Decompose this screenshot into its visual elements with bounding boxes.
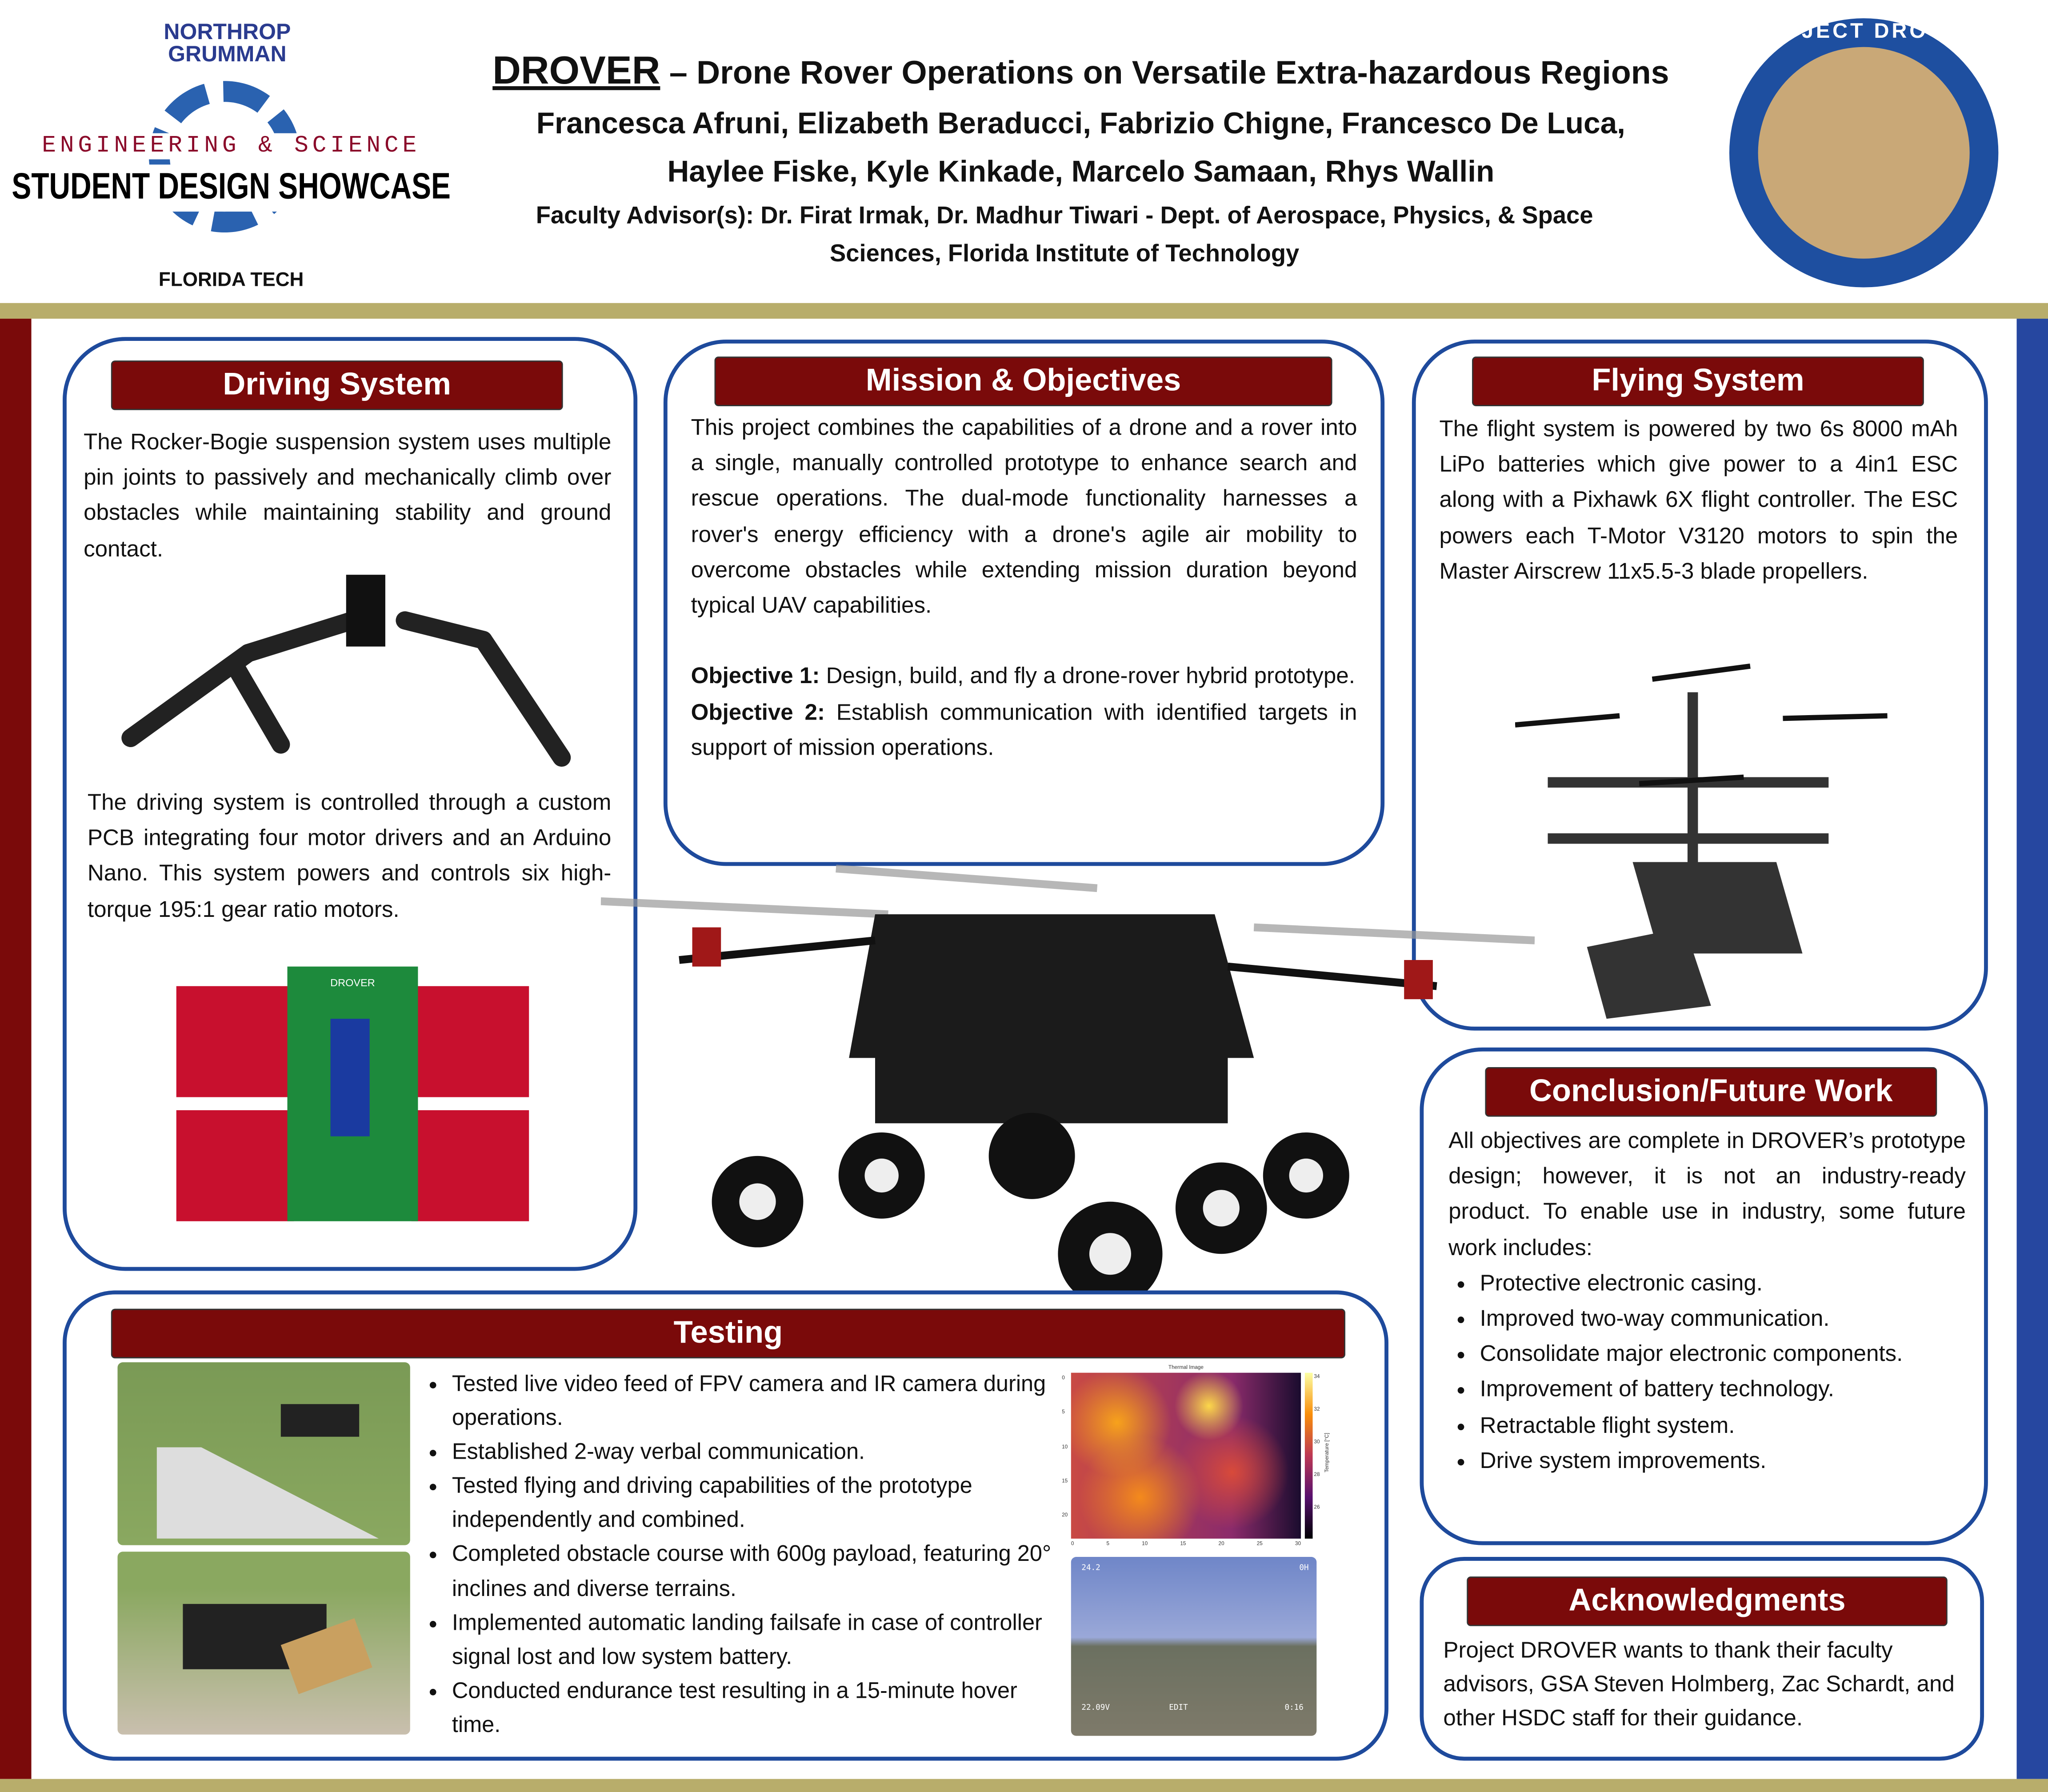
- logo-line1: ENGINEERING & SCIENCE: [18, 133, 444, 160]
- obstacle-test-photo: [117, 1552, 410, 1735]
- faculty-advisor: Faculty Advisor(s): Dr. Firat Irmak, Dr.…: [536, 201, 1593, 267]
- authors: Francesca Afruni, Elizabeth Beraducci, F…: [536, 106, 1625, 188]
- conclusion-text: All objectives are complete in DROVER’s …: [1448, 1123, 1966, 1478]
- logo-line2: STUDENT DESIGN SHOWCASE: [12, 164, 451, 212]
- right-strip: [2016, 319, 2048, 1779]
- logo-school: FLORIDA TECH: [158, 269, 304, 292]
- ramp-test-photo: [117, 1362, 410, 1545]
- driving-text-1: The Rocker-Bogie suspension system uses …: [84, 428, 612, 561]
- bottom-divider: [0, 1779, 2048, 1792]
- thermal-title: Thermal Image: [1168, 1364, 1204, 1370]
- testing-text: Tested live video feed of FPV camera and…: [420, 1366, 1054, 1741]
- testing-list: Tested live video feed of FPV camera and…: [420, 1366, 1054, 1741]
- thermal-heatmap: [1071, 1372, 1301, 1539]
- project-badge: PROJECT DROVER: [1729, 18, 1999, 288]
- flying-text: The flight system is powered by two 6s 8…: [1439, 415, 1958, 584]
- driving-system-title: Driving System: [111, 360, 563, 410]
- conclusion-panel: [1420, 1047, 1988, 1545]
- left-strip: [0, 319, 32, 1779]
- sponsor-logo: NORTHROP GRUMMAN: [164, 20, 291, 67]
- fpv-camera-frame: 24.2 0H 22.09V EDIT 0:16: [1071, 1557, 1317, 1736]
- conclusion-title: Conclusion/Future Work: [1485, 1067, 1937, 1117]
- mission-title: Mission & Objectives: [714, 356, 1332, 406]
- colorbar: [1304, 1372, 1313, 1539]
- mission-text: This project combines the capabilities o…: [691, 414, 1357, 760]
- acknowledgments-title: Acknowledgments: [1467, 1576, 1948, 1626]
- top-divider: [0, 303, 2048, 319]
- driving-text-2: The driving system is controlled through…: [87, 789, 612, 922]
- flight-frame-render: [1515, 627, 1894, 1019]
- showcase-logo: NORTHROP GRUMMAN ENGINEERING & SCIENCE S…: [12, 18, 451, 295]
- mission-panel: [663, 340, 1385, 866]
- testing-title: Testing: [111, 1308, 1345, 1359]
- rocker-bogie-render: [92, 575, 588, 777]
- poster-title: DROVER – Drone Rover Operations on Versa…: [492, 49, 1669, 93]
- acknowledgments-text: Project DROVER wants to thank their facu…: [1443, 1636, 1955, 1731]
- drover-prototype-photo: [600, 862, 1535, 1313]
- pcb-photo: DROVER: [176, 966, 555, 1254]
- colorbar-label: Temperature [°C]: [1323, 1432, 1330, 1472]
- future-work-list: Protective electronic casing.Improved tw…: [1448, 1265, 1966, 1479]
- flying-system-title: Flying System: [1472, 356, 1924, 406]
